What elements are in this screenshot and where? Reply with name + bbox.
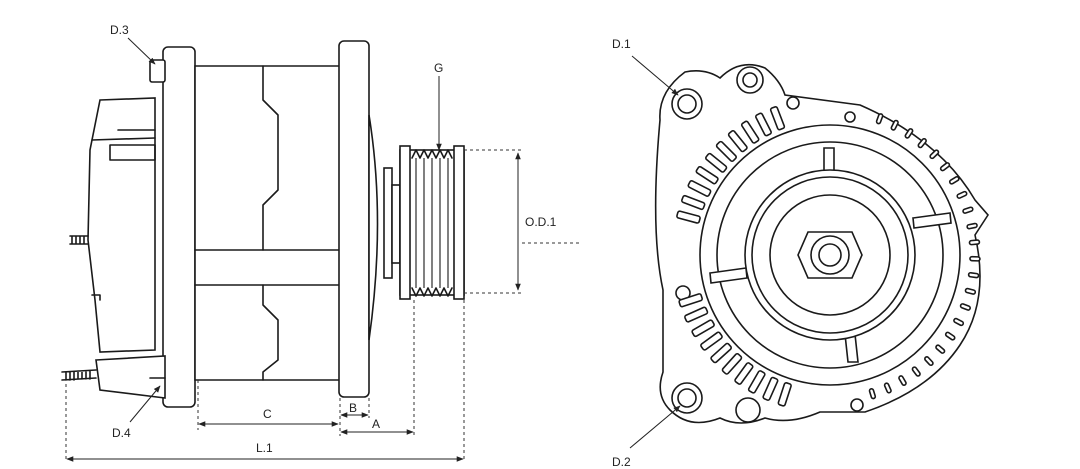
cooling-slot (687, 180, 712, 197)
cooling-slot (676, 210, 701, 224)
cooling-slot (681, 194, 706, 211)
cooling-slot (734, 362, 754, 385)
label-d2: D.2 (612, 455, 631, 469)
label-g: G (434, 61, 443, 75)
label-c: C (263, 407, 272, 421)
cooling-slot (948, 175, 960, 185)
cooling-slot (678, 293, 703, 308)
front-view: D.1 D.2 (612, 37, 989, 469)
cooling-slot (911, 366, 921, 377)
cooling-slot (924, 356, 934, 367)
label-l1: L.1 (256, 441, 273, 455)
cooling-slot (769, 106, 786, 131)
cooling-slots (676, 106, 981, 407)
cooling-slot (967, 271, 980, 279)
cooling-slot (691, 319, 715, 338)
cooling-slot (968, 239, 981, 246)
cooling-slot (969, 255, 981, 262)
cooling-slot (700, 331, 723, 351)
label-d3: D.3 (110, 23, 129, 37)
cooling-slot (695, 165, 719, 185)
cooling-slot (868, 387, 877, 400)
rear-housing (87, 97, 156, 353)
label-d4: D.4 (112, 426, 131, 440)
cooling-slot (929, 149, 940, 160)
cooling-slot (762, 376, 779, 401)
rear-terminal-stud (69, 235, 89, 245)
cooling-slot (939, 162, 951, 172)
cooling-slot (898, 375, 907, 386)
cooling-slot (710, 342, 732, 364)
cooling-slot (715, 140, 737, 162)
cooling-slot (755, 112, 772, 137)
front-flange (338, 40, 370, 398)
cooling-slot (966, 222, 978, 230)
cooling-slot (705, 152, 728, 173)
cooling-slot (953, 317, 965, 327)
cooling-slot (890, 119, 899, 131)
cooling-slot (747, 370, 766, 394)
cooling-slot (944, 331, 956, 341)
cooling-slot (883, 382, 892, 394)
cooling-slot (959, 303, 971, 311)
label-od1: O.D.1 (525, 215, 557, 229)
cooling-slot (740, 120, 760, 144)
label-b: B (349, 401, 357, 415)
bottom-threaded-stud (61, 369, 97, 381)
cooling-slot (721, 353, 743, 375)
pulley (399, 145, 465, 300)
cooling-slot (917, 137, 927, 149)
stator-body (194, 65, 341, 381)
cooling-slot (777, 382, 792, 407)
cooling-slot (935, 344, 946, 354)
side-view: D.3 D.4 G O.D.1 B A C L.1 (61, 23, 580, 462)
top-mounting-lug (149, 59, 166, 83)
bottom-mounting-lug (95, 355, 166, 399)
cooling-slot (684, 306, 709, 323)
front-bearing-cover (368, 114, 379, 341)
cooling-slot (904, 128, 914, 139)
cooling-slot (956, 190, 968, 199)
label-d1: D.1 (612, 37, 631, 51)
cooling-slot (875, 113, 884, 125)
cooling-slot (962, 206, 974, 214)
cooling-slot (727, 130, 748, 153)
rear-flange (162, 46, 196, 408)
label-a: A (372, 417, 380, 431)
cooling-slot (964, 287, 977, 295)
